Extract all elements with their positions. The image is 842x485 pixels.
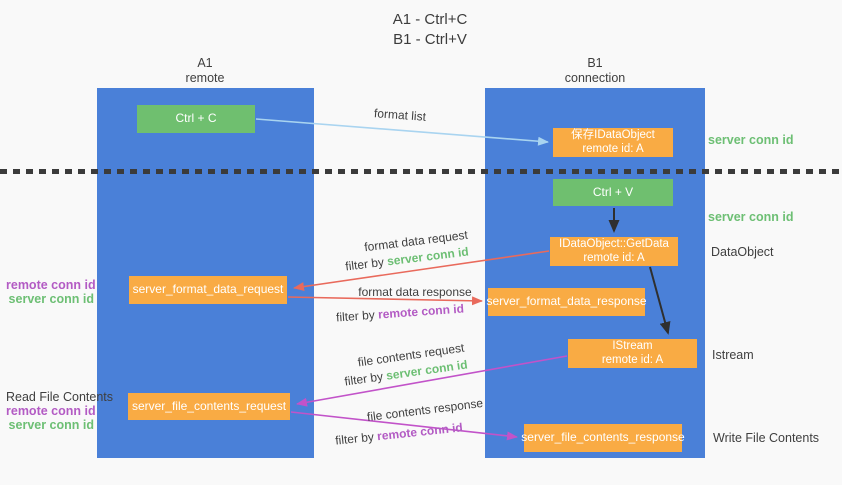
lane-b-header: B1 connection [525,56,665,86]
side-label-server-conn-id-mid: server conn id [708,210,794,224]
node-server-format-data-response: server_format_data_response [486,288,647,316]
node-ctrl-v: Ctrl + V [553,179,673,206]
title-line-1: A1 - Ctrl+C [392,11,468,28]
node-istream-line1: IStream [612,340,653,352]
lane-b-subtitle: connection [564,71,626,85]
filter-by-text: filter by [335,307,376,325]
side-label-dataobject: DataObject [711,245,774,259]
phase-separator-dotted-line [0,169,842,174]
node-server-file-contents-response-label: server_file_contents_response [521,430,685,445]
lane-a-header: A1 remote [135,56,275,86]
edge-label-format-data-response: format data response [358,285,472,299]
edge-label-format-list: format list [373,106,427,124]
filter-by-text: filter by [344,254,385,274]
server-conn-id-label: server conn id [8,417,94,432]
node-server-file-contents-request: server_file_contents_request [128,393,290,420]
filter-by-text: filter by [334,429,375,448]
lane-a-name: A1 [197,56,213,70]
edge-label-file-contents-response-filter: filter by remote conn id [335,420,464,447]
node-save-idataobject: 保存IDataObject remote id: A [553,128,673,157]
side-label-write-file-contents: Write File Contents [713,431,820,445]
node-idataobject-getdata-line1: IDataObject::GetData [559,238,669,250]
node-server-format-data-response-label: server_format_data_response [486,294,647,309]
side-label-istream: Istream [712,348,754,362]
node-save-idataobject-line1: 保存IDataObject [571,129,655,141]
side-label-read-file-contents: Read File Contents [6,390,114,404]
remote-conn-id-keyword: remote conn id [376,420,464,444]
lane-a-subtitle: remote [185,71,225,85]
remote-conn-id-label: remote conn id [6,278,96,292]
remote-conn-id-label: remote conn id [6,404,96,418]
lane-b-name: B1 [587,56,603,70]
diagram-title: A1 - Ctrl+C B1 - Ctrl+V [330,10,530,50]
remote-conn-id-keyword: remote conn id [377,301,465,322]
node-server-file-contents-response: server_file_contents_response [521,424,685,452]
node-idataobject-getdata: IDataObject::GetData remote id: A [550,237,678,266]
node-server-format-data-request: server_format_data_request [129,276,287,304]
node-idataobject-getdata-line2: remote id: A [583,251,645,264]
node-ctrl-c: Ctrl + C [137,105,255,133]
node-server-file-contents-request-label: server_file_contents_request [131,398,287,413]
edge-label-file-contents-response: file contents response [366,395,484,425]
filter-by-text: filter by [343,369,384,389]
node-server-format-data-request-label: server_format_data_request [132,282,284,297]
node-ctrl-c-label: Ctrl + C [175,111,217,126]
node-ctrl-v-label: Ctrl + V [592,184,634,199]
node-istream: IStream remote id: A [568,339,697,368]
node-istream-line2: remote id: A [601,353,664,366]
left-conn-id-stack-bottom: remote conn id server conn id [6,404,96,432]
edge-label-format-data-response-filter: filter by remote conn id [336,302,465,325]
node-save-idataobject-line2: remote id: A [582,142,644,155]
left-conn-id-stack-mid: remote conn id server conn id [6,278,96,306]
server-conn-id-label: server conn id [8,291,94,306]
side-label-server-conn-id-top: server conn id [708,133,794,147]
title-line-2: B1 - Ctrl+V [393,31,467,48]
